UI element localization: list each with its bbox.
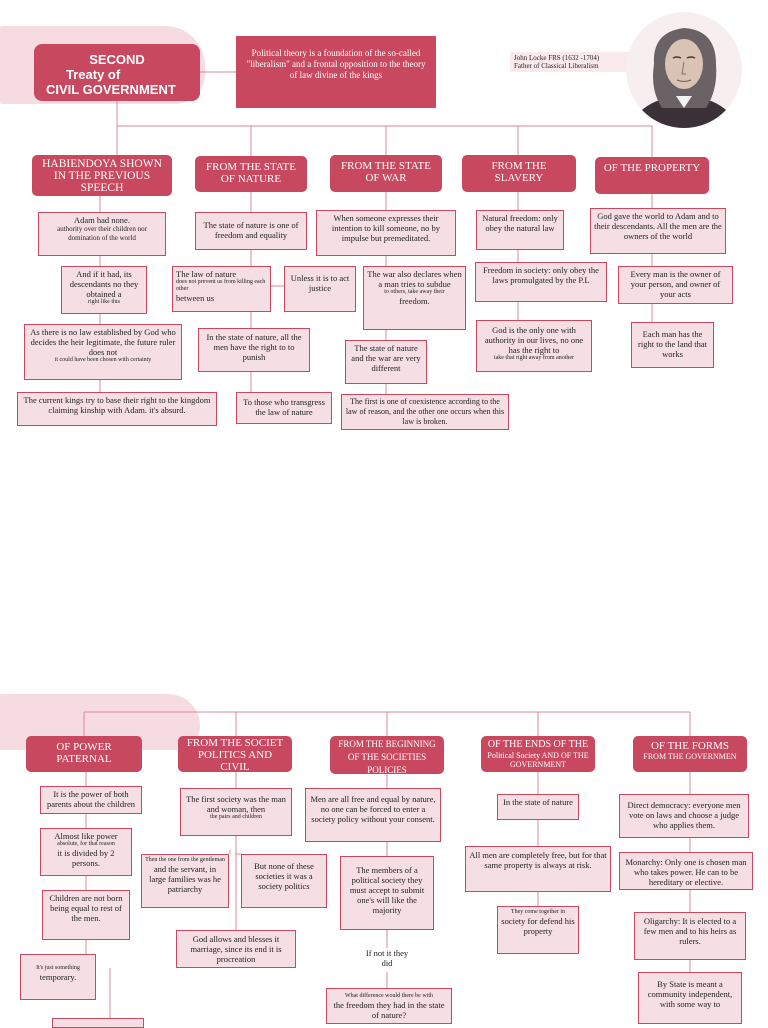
node-first-society: The first society was the man and woman,… [180, 788, 292, 836]
node-war-also-declares: The war also declares when a man tries t… [363, 266, 466, 330]
node-property-at-risk: All men are completely free, but for tha… [465, 846, 611, 892]
node-god-gave-world: God gave the world to Adam and to their … [590, 208, 726, 254]
header-society-politics: FROM THE SOCIET POLITICS AND CIVIL [178, 736, 292, 772]
node-land-that-works: Each man has the right to the land that … [631, 322, 714, 368]
header-habiendoya: HABIENDOYA SHOWN IN THE PREVIOUS SPEECH [32, 155, 172, 196]
node-marriage: God allows and blesses it marriage, sinc… [176, 930, 296, 968]
node-current-kings: The current kings try to base their righ… [17, 392, 217, 426]
node-unless-justice: Unless it is to act justice [284, 266, 356, 312]
header-forms-government: OF THE FORMS FROM THE GOVERNMEN [633, 736, 747, 772]
title-line-1: SECOND [89, 52, 145, 67]
text-if-not-they-did: If not it they did [365, 948, 409, 968]
node-descendants: And if it had, its descendants no they o… [61, 266, 147, 314]
main-title: SECOND Treaty of CIVIL GOVERNMENT [34, 44, 200, 101]
node-children-not-equal: Children are not born being equal to res… [42, 890, 130, 940]
node-nature-vs-war: The state of nature and the war are very… [345, 340, 427, 384]
node-direct-democracy: Direct democracy: everyone men vote on l… [619, 794, 749, 838]
author-caption: John Locke FRS (1632 -1704) Father of Cl… [510, 52, 630, 72]
node-state-of-nature: In the state of nature [497, 794, 579, 820]
node-transgress: To those who transgress the law of natur… [236, 392, 332, 424]
portrait-image [626, 12, 742, 128]
node-law-of-nature: The law of nature does not prevent us fr… [172, 266, 271, 312]
node-owner-of-person: Every man is the owner of your person, a… [618, 266, 733, 304]
node-god-authority: God is the only one with authority in ou… [476, 320, 592, 372]
header-slavery: FROM THE SLAVERY [462, 155, 576, 192]
node-almost-absolute: Almost like power absolute, for that rea… [40, 828, 132, 876]
node-monarchy: Monarchy: Only one is chosen man who tak… [619, 852, 753, 890]
node-coexistence: The first is one of coexistence accordin… [341, 394, 509, 430]
node-power-both-parents: It is the power of both parents about th… [40, 786, 142, 814]
title-line-3: CIVIL GOVERNMENT [46, 82, 176, 97]
node-free-and-equal: Men are all free and equal by nature, no… [305, 788, 441, 842]
node-none-political: But none of these societies it was a soc… [241, 854, 327, 908]
author-name: John Locke FRS (1632 -1704) [514, 54, 600, 62]
title-line-2: Treaty of [66, 67, 121, 82]
intro-box: Political theory is a foundation of the … [236, 36, 436, 108]
node-natural-freedom: Natural freedom: only obey the natural l… [476, 210, 564, 250]
node-temporary: It's just something temporary. [20, 954, 96, 1000]
header-state-of-nature: FROM THE STATE OF NATURE [195, 156, 307, 192]
author-title: Father of Classical Liberalism [514, 62, 599, 70]
node-adam-had-none: Adam had none. authority over their chil… [38, 212, 166, 256]
node-freedom-equality: The state of nature is one of freedom an… [195, 212, 307, 250]
header-state-of-war: FROM THE STATE OF WAR [330, 155, 442, 192]
connector-lines [99, 71, 653, 394]
node-no-law-established: As there is no law established by God wh… [24, 324, 182, 380]
node-freedom-in-society: Freedom in society: only obey the laws p… [475, 262, 607, 302]
node-what-difference: What difference would there be with the … [326, 988, 452, 1024]
node-cut-off [52, 1018, 144, 1028]
header-beginning-societies: FROM THE BEGINNING OF THE SOCIETIES POLI… [330, 736, 444, 774]
mindmap-page-2: OF POWER PATERNAL FROM THE SOCIET POLITI… [0, 690, 768, 1028]
node-patriarchy: Then the one from the gentleman and the … [141, 854, 229, 908]
mindmap-page-1: SECOND Treaty of CIVIL GOVERNMENT Politi… [0, 0, 768, 440]
header-paternal-power: OF POWER PATERNAL [26, 736, 142, 772]
header-ends-political-society: OF THE ENDS OF THE Political Society AND… [481, 736, 595, 772]
node-defend-property: They come together in society for defend… [497, 906, 579, 954]
header-property: OF THE PROPERTY [595, 157, 709, 194]
node-state-community: By State is meant a community independen… [638, 972, 742, 1024]
node-majority: The members of a political society they … [340, 856, 434, 930]
connector-lines [83, 711, 691, 1024]
portrait-drawing-icon [626, 12, 742, 128]
node-right-to-punish: In the state of nature, all the men have… [198, 328, 310, 372]
node-intention-to-kill: When someone expresses their intention t… [316, 210, 456, 256]
node-oligarchy: Oligarchy: It is elected to a few men an… [634, 912, 746, 960]
